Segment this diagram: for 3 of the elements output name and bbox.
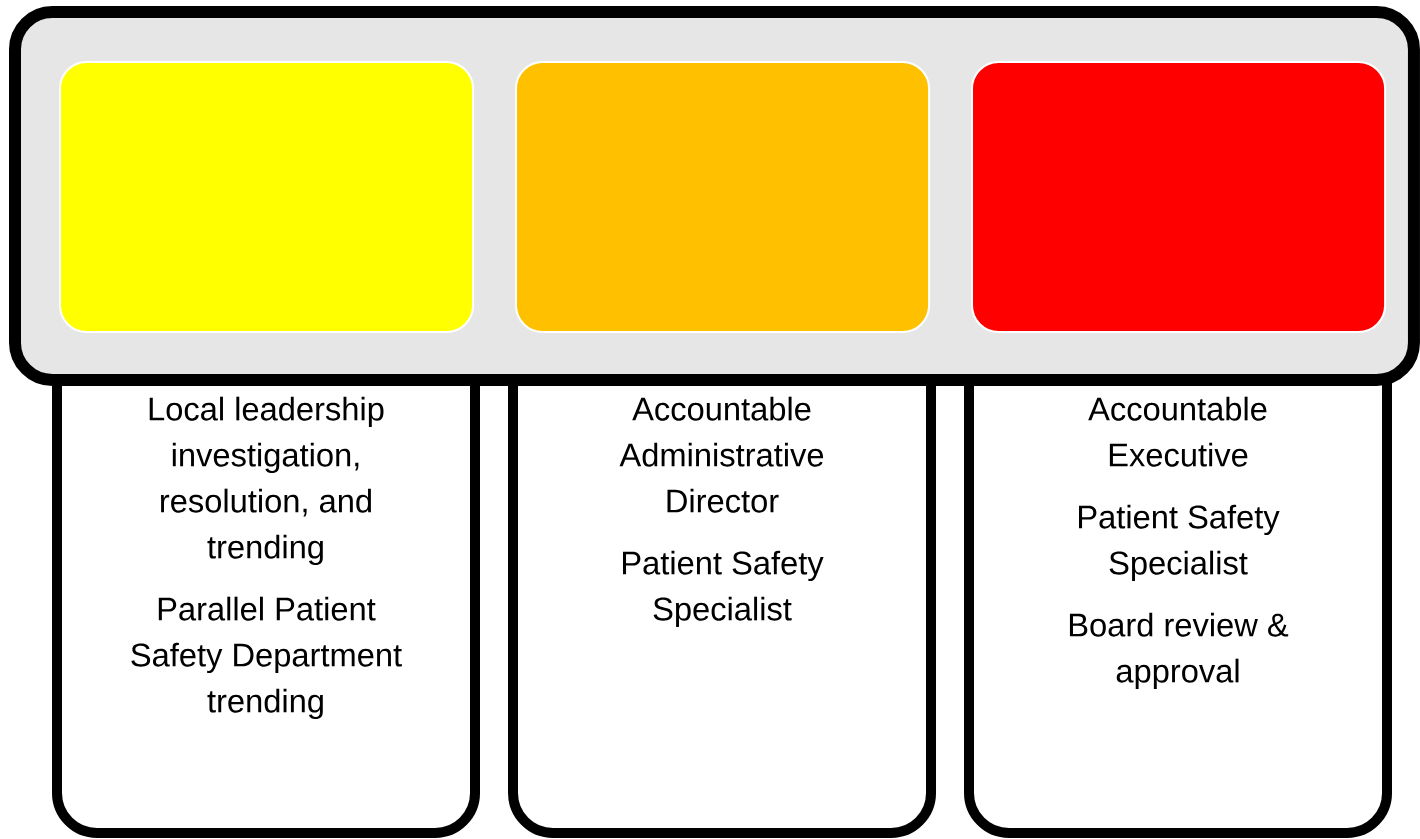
color-block xyxy=(59,61,475,333)
color-block xyxy=(971,61,1387,333)
color-block xyxy=(515,61,931,333)
